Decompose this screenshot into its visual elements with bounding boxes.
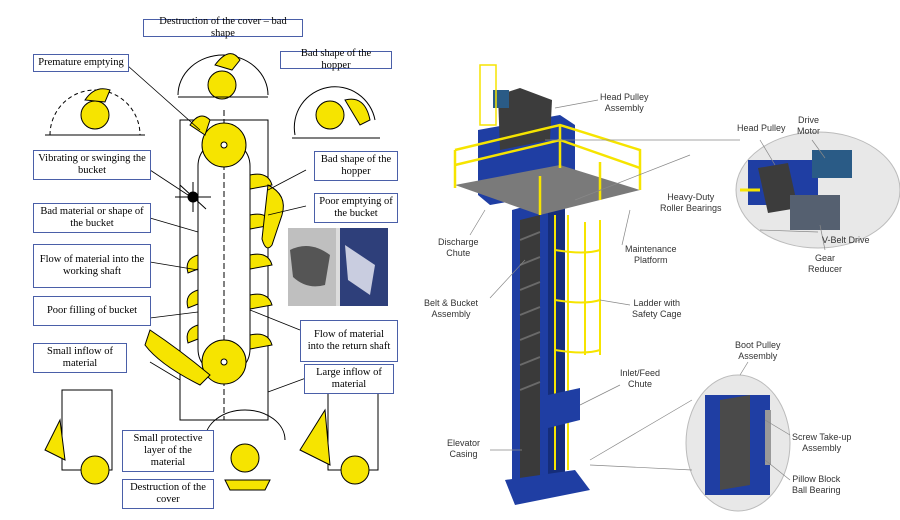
discharge-flow [261, 184, 284, 249]
right-bucket-elevator-3d [453, 64, 900, 512]
detail-small-inflow [44, 389, 113, 485]
callout-screw-takeup: Screw Take-up Assembly [792, 432, 852, 453]
label-flow-working: Flow of material into the working shaft [33, 244, 151, 288]
label-flow-return: Flow of material into the return shaft [300, 320, 398, 362]
label-bad-shape-hopper-top: Bad shape of the hopper [280, 48, 392, 71]
callout-maintenance-platform: Maintenance Platform [625, 244, 677, 265]
left-bucket-elevator-diagram [44, 53, 380, 491]
callout-gear-reducer: Gear Reducer [808, 253, 843, 274]
callout-elevator-casing: Elevator Casing [447, 438, 481, 459]
label-large-inflow: Large inflow of material [304, 364, 394, 394]
label-poor-filling: Poor filling of bucket [33, 296, 151, 326]
callout-heavy-duty-bearings: Heavy-Duty Roller Bearings [660, 192, 722, 213]
bucket-photo [288, 228, 388, 306]
label-bad-material: Bad material or shape of the bucket [33, 203, 151, 233]
callout-discharge-chute: Discharge Chute [438, 237, 479, 258]
detail-large-inflow [299, 389, 379, 485]
label-bad-shape-hopper: Bad shape of the hopper [314, 151, 398, 181]
inflow-material [144, 329, 211, 386]
buckets-left [186, 254, 199, 344]
callout-head-pulley-assembly: Head Pulley Assembly [600, 92, 649, 113]
detail-bad-hopper [292, 86, 380, 139]
ladder-cage [554, 215, 601, 470]
callout-inlet-chute: Inlet/Feed Chute [620, 368, 661, 389]
label-small-inflow: Small inflow of material [33, 343, 127, 373]
detail-premature-emptying [45, 88, 145, 136]
callout-boot-pulley: Boot Pulley Assembly [735, 340, 781, 361]
callout-belt-bucket: Belt & Bucket Assembly [424, 298, 479, 319]
vibration-arrows [175, 182, 211, 212]
detail-cover-bad-shape [177, 53, 269, 100]
label-destruction-cover: Destruction of the cover [122, 479, 214, 509]
maintenance-platform [455, 165, 640, 215]
detail-protective-layer [204, 409, 286, 491]
callout-ladder-cage: Ladder with Safety Cage [632, 298, 682, 319]
label-premature-emptying: Premature emptying [33, 54, 129, 72]
belt-and-buckets [520, 215, 540, 484]
callout-lines [469, 99, 826, 481]
label-small-protective: Small protective layer of the material [122, 430, 214, 472]
head-pulley-3d [498, 88, 552, 150]
label-vibrating-bucket: Vibrating or swinging the bucket [33, 150, 151, 180]
callout-head-pulley: Head Pulley [737, 123, 786, 133]
buckets-right [249, 173, 273, 350]
callout-pillow-block: Pillow Block Ball Bearing [792, 474, 841, 495]
label-poor-emptying: Poor emptying of the bucket [314, 193, 398, 223]
callout-drive-motor: Drive Motor [797, 115, 821, 136]
leader-lines [127, 65, 307, 393]
label-destruction-cover-bad-shape: Destruction of the cover – bad shape [143, 16, 303, 39]
callout-vbelt-drive: V-Belt Drive [822, 235, 870, 245]
